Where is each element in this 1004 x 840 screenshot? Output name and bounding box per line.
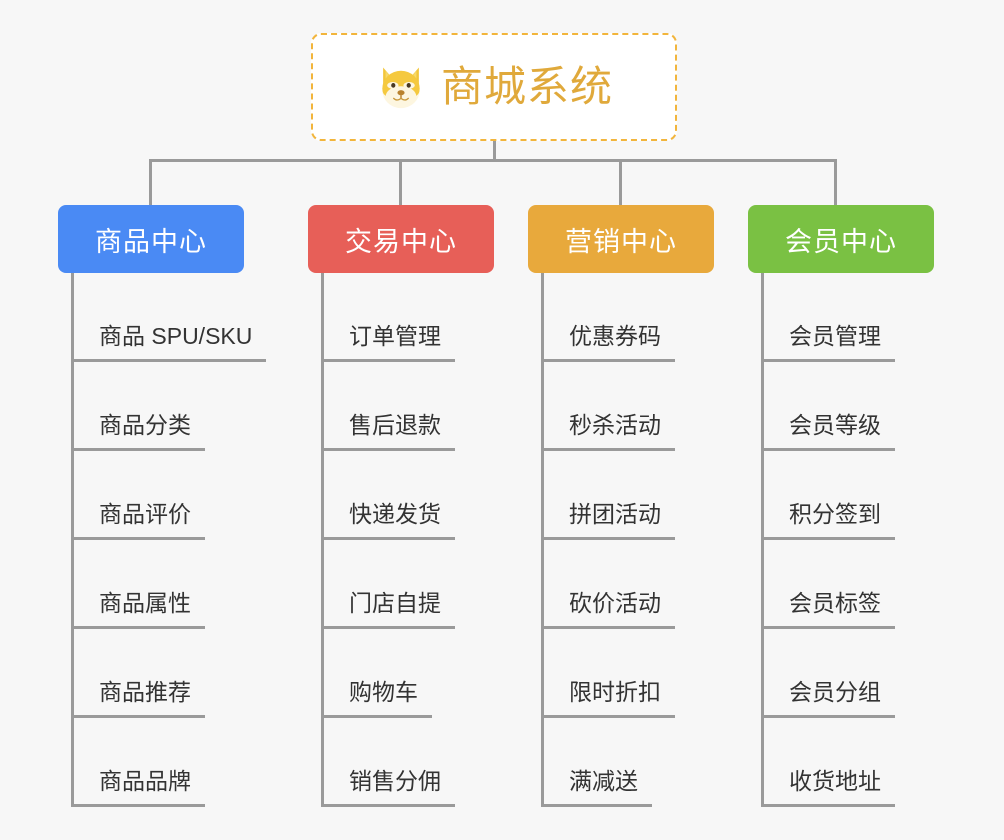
list-item[interactable]: 商品品牌 bbox=[58, 718, 244, 807]
leaf-label: 满减送 bbox=[541, 768, 652, 807]
leaf-label: 快递发货 bbox=[321, 501, 455, 540]
leaf-label: 会员等级 bbox=[761, 412, 895, 451]
branch-trunk-4 bbox=[761, 273, 764, 807]
branch-column-3: 营销中心 优惠券码 秒杀活动 拼团活动 砍价活动 限时折扣 满减送 bbox=[528, 205, 714, 807]
leaf-label: 会员标签 bbox=[761, 590, 895, 629]
branch-items-2: 订单管理 售后退款 快递发货 门店自提 购物车 销售分佣 bbox=[308, 273, 494, 807]
branch-header-label-1: 商品中心 bbox=[95, 226, 207, 257]
branch-column-2: 交易中心 订单管理 售后退款 快递发货 门店自提 购物车 销售分佣 bbox=[308, 205, 494, 807]
leaf-label: 售后退款 bbox=[321, 412, 455, 451]
list-item[interactable]: 拼团活动 bbox=[528, 451, 714, 540]
leaf-label: 积分签到 bbox=[761, 501, 895, 540]
leaf-label: 商品推荐 bbox=[71, 679, 205, 718]
root-title: 商城系统 bbox=[440, 63, 613, 110]
list-item[interactable]: 门店自提 bbox=[308, 540, 494, 629]
branch-header-3[interactable]: 营销中心 bbox=[528, 205, 714, 273]
leaf-label: 商品评价 bbox=[71, 501, 205, 540]
branch-trunk-2 bbox=[321, 273, 324, 807]
list-item[interactable]: 砍价活动 bbox=[528, 540, 714, 629]
list-item[interactable]: 会员等级 bbox=[748, 362, 934, 451]
list-item[interactable]: 会员分组 bbox=[748, 629, 934, 718]
leaf-label: 秒杀活动 bbox=[541, 412, 675, 451]
leaf-label: 会员管理 bbox=[761, 323, 895, 362]
connector-drop-4 bbox=[834, 159, 837, 205]
list-item[interactable]: 商品属性 bbox=[58, 540, 244, 629]
branch-header-label-3: 营销中心 bbox=[565, 226, 677, 257]
list-item[interactable]: 收货地址 bbox=[748, 718, 934, 807]
leaf-label: 销售分佣 bbox=[321, 768, 455, 807]
leaf-label: 购物车 bbox=[321, 679, 432, 718]
leaf-label: 商品属性 bbox=[71, 590, 205, 629]
branch-header-2[interactable]: 交易中心 bbox=[308, 205, 494, 273]
leaf-label: 拼团活动 bbox=[541, 501, 675, 540]
branch-items-3: 优惠券码 秒杀活动 拼团活动 砍价活动 限时折扣 满减送 bbox=[528, 273, 714, 807]
leaf-label: 商品分类 bbox=[71, 412, 205, 451]
list-item[interactable]: 优惠券码 bbox=[528, 273, 714, 362]
list-item[interactable]: 销售分佣 bbox=[308, 718, 494, 807]
connector-drop-1 bbox=[149, 159, 152, 205]
list-item[interactable]: 商品推荐 bbox=[58, 629, 244, 718]
branch-items-4: 会员管理 会员等级 积分签到 会员标签 会员分组 收货地址 bbox=[748, 273, 934, 807]
list-item[interactable]: 积分签到 bbox=[748, 451, 934, 540]
branch-trunk-1 bbox=[71, 273, 74, 807]
connector-horizontal-bus bbox=[149, 159, 837, 162]
list-item[interactable]: 会员标签 bbox=[748, 540, 934, 629]
root-node[interactable]: 商城系统 bbox=[311, 33, 677, 141]
list-item[interactable]: 会员管理 bbox=[748, 273, 934, 362]
list-item[interactable]: 满减送 bbox=[528, 718, 714, 807]
leaf-label: 门店自提 bbox=[321, 590, 455, 629]
list-item[interactable]: 订单管理 bbox=[308, 273, 494, 362]
connector-root-stem bbox=[493, 141, 496, 161]
list-item[interactable]: 购物车 bbox=[308, 629, 494, 718]
list-item[interactable]: 商品评价 bbox=[58, 451, 244, 540]
branch-column-1: 商品中心 商品 SPU/SKU 商品分类 商品评价 商品属性 商品推荐 商品品牌 bbox=[58, 205, 267, 807]
list-item[interactable]: 商品 SPU/SKU bbox=[58, 273, 267, 362]
leaf-label: 会员分组 bbox=[761, 679, 895, 718]
leaf-label: 限时折扣 bbox=[541, 679, 675, 718]
shiba-dog-face-icon bbox=[375, 61, 427, 113]
branch-header-1[interactable]: 商品中心 bbox=[58, 205, 244, 273]
leaf-label: 收货地址 bbox=[761, 768, 895, 807]
list-item[interactable]: 限时折扣 bbox=[528, 629, 714, 718]
branch-trunk-3 bbox=[541, 273, 544, 807]
list-item[interactable]: 秒杀活动 bbox=[528, 362, 714, 451]
connector-drop-3 bbox=[619, 159, 622, 205]
branch-header-label-4: 会员中心 bbox=[785, 226, 897, 257]
list-item[interactable]: 售后退款 bbox=[308, 362, 494, 451]
branch-header-4[interactable]: 会员中心 bbox=[748, 205, 934, 273]
list-item[interactable]: 快递发货 bbox=[308, 451, 494, 540]
leaf-label: 优惠券码 bbox=[541, 323, 675, 362]
leaf-label: 订单管理 bbox=[321, 323, 455, 362]
connector-drop-2 bbox=[399, 159, 402, 205]
branch-column-4: 会员中心 会员管理 会员等级 积分签到 会员标签 会员分组 收货地址 bbox=[748, 205, 934, 807]
list-item[interactable]: 商品分类 bbox=[58, 362, 244, 451]
leaf-label: 商品 SPU/SKU bbox=[71, 323, 267, 362]
branch-items-1: 商品 SPU/SKU 商品分类 商品评价 商品属性 商品推荐 商品品牌 bbox=[58, 273, 267, 807]
leaf-label: 砍价活动 bbox=[541, 590, 675, 629]
leaf-label: 商品品牌 bbox=[71, 768, 205, 807]
branch-header-label-2: 交易中心 bbox=[345, 226, 457, 257]
